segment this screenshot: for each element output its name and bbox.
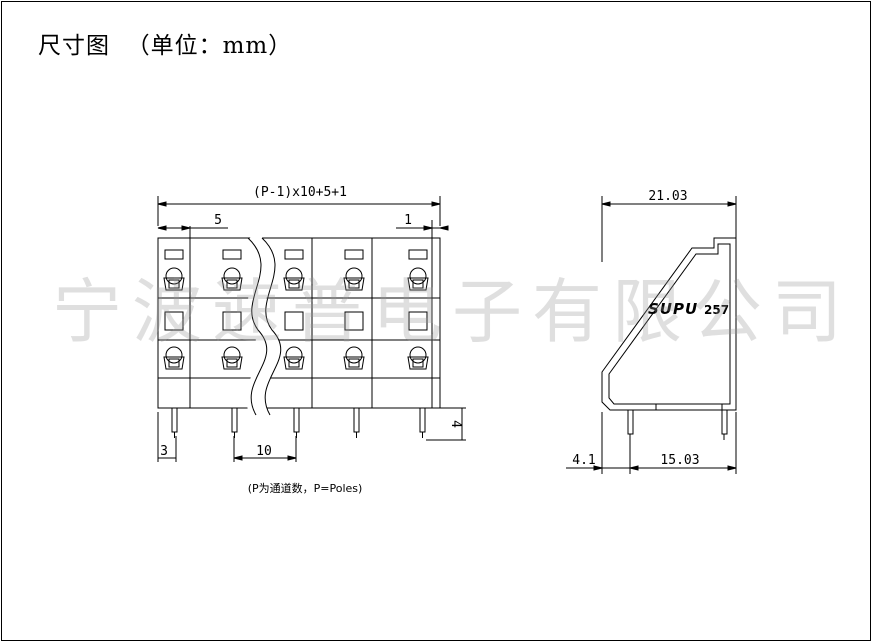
wire-clamp <box>163 356 185 370</box>
screw-head <box>345 267 363 285</box>
side-body <box>601 237 737 440</box>
label-window <box>284 249 304 260</box>
wire-clamp <box>283 356 305 370</box>
pin <box>231 407 238 433</box>
side-view: 21.03 SUPU 257 <box>566 189 737 474</box>
wire-clamp <box>283 277 305 291</box>
pin-length-label: 4 <box>448 420 463 428</box>
wire-clamp <box>221 356 243 370</box>
screw-head <box>165 267 183 285</box>
pin <box>171 407 178 433</box>
terminal-cells <box>163 249 429 370</box>
clamp-opening <box>168 279 180 289</box>
label-window <box>408 311 428 331</box>
pin <box>353 407 360 433</box>
right-margin-label: 1 <box>404 213 412 228</box>
page-title: 尺寸图 （单位：mm） <box>38 33 293 59</box>
break-lines <box>243 231 282 420</box>
label-window <box>408 249 428 260</box>
width-dimension: 21.03 <box>601 189 737 262</box>
screw-head <box>345 346 363 364</box>
pins <box>171 407 426 438</box>
clamp-opening <box>226 279 238 289</box>
clamp-opening <box>412 279 424 289</box>
screw-head <box>285 346 303 364</box>
pitch-dim-label: 5 <box>214 213 222 228</box>
clamp-opening <box>412 358 424 368</box>
logo-brand: SUPU <box>648 300 698 318</box>
wire-clamp <box>343 277 365 291</box>
side-left-label: 4.1 <box>572 453 595 468</box>
left-offset-dimension: 3 <box>157 412 177 462</box>
supu-logo: SUPU 257 <box>648 300 729 318</box>
clamp-opening <box>348 358 360 368</box>
clamp-opening <box>288 279 300 289</box>
wire-clamp <box>221 277 243 291</box>
side-width-label: 21.03 <box>648 189 687 204</box>
wire-clamp <box>343 356 365 370</box>
screw-head <box>223 267 241 285</box>
label-window <box>222 311 242 331</box>
pin-pitch-dimension: 10 <box>233 436 297 462</box>
pin-pitch-label: 10 <box>256 444 272 459</box>
label-window <box>344 311 364 331</box>
label-window <box>284 311 304 331</box>
wire-clamp <box>163 277 185 291</box>
poles-note: (P为通道数，P=Poles) <box>248 481 363 495</box>
clamp-opening <box>168 358 180 368</box>
right-margin-dimension: 1 <box>396 213 449 240</box>
side-bottom-dimensions: 4.1 15.03 <box>566 412 737 474</box>
label-window <box>344 249 364 260</box>
clamp-opening <box>226 358 238 368</box>
screw-head <box>223 346 241 364</box>
overall-dim-label: (P-1)x10+5+1 <box>253 185 347 200</box>
pin <box>293 407 300 433</box>
screw-head <box>285 267 303 285</box>
screw-head <box>409 267 427 285</box>
side-pin-span-label: 15.03 <box>660 453 699 468</box>
clamp-opening <box>288 358 300 368</box>
label-window <box>164 249 184 260</box>
pin <box>419 407 426 433</box>
left-offset-label: 3 <box>160 444 168 459</box>
pin-length-dimension: 4 <box>426 407 466 441</box>
wire-clamp <box>407 356 429 370</box>
pitch-dimension: 5 <box>157 213 228 240</box>
label-window <box>164 311 184 331</box>
clamp-opening <box>348 279 360 289</box>
label-window <box>222 249 242 260</box>
terminal-body <box>157 237 441 409</box>
screw-head <box>409 346 427 364</box>
wire-clamp <box>407 277 429 291</box>
screw-head <box>165 346 183 364</box>
logo-model: 257 <box>704 303 729 317</box>
overall-dimension: (P-1)x10+5+1 <box>157 185 441 226</box>
front-view: (P-1)x10+5+1 5 1 <box>157 185 466 495</box>
